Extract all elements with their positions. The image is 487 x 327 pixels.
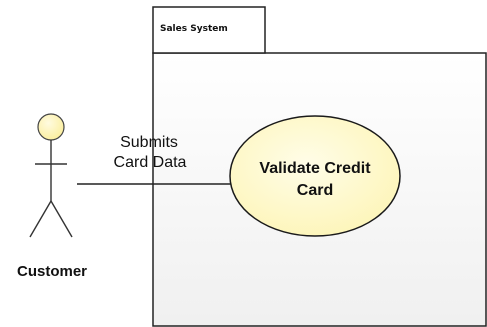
system-boundary[interactable]: Sales System — [152, 6, 487, 327]
stick-figure-actor-icon — [29, 113, 73, 238]
use-case-label-line1: Validate Credit — [259, 160, 371, 177]
system-name-tab[interactable] — [152, 6, 266, 54]
use-case-label-line2: Card — [297, 182, 333, 199]
use-case-ellipse — [229, 115, 401, 237]
association-label-line1: Submits — [120, 134, 178, 151]
actor-customer[interactable]: Customer — [17, 113, 87, 280]
system-name-label: Sales System — [160, 24, 228, 34]
use-case-validate-credit-card[interactable]: Validate Credit Card — [229, 115, 401, 237]
association-label-line2: Card Data — [114, 154, 187, 171]
actor-name-label: Customer — [17, 263, 87, 280]
